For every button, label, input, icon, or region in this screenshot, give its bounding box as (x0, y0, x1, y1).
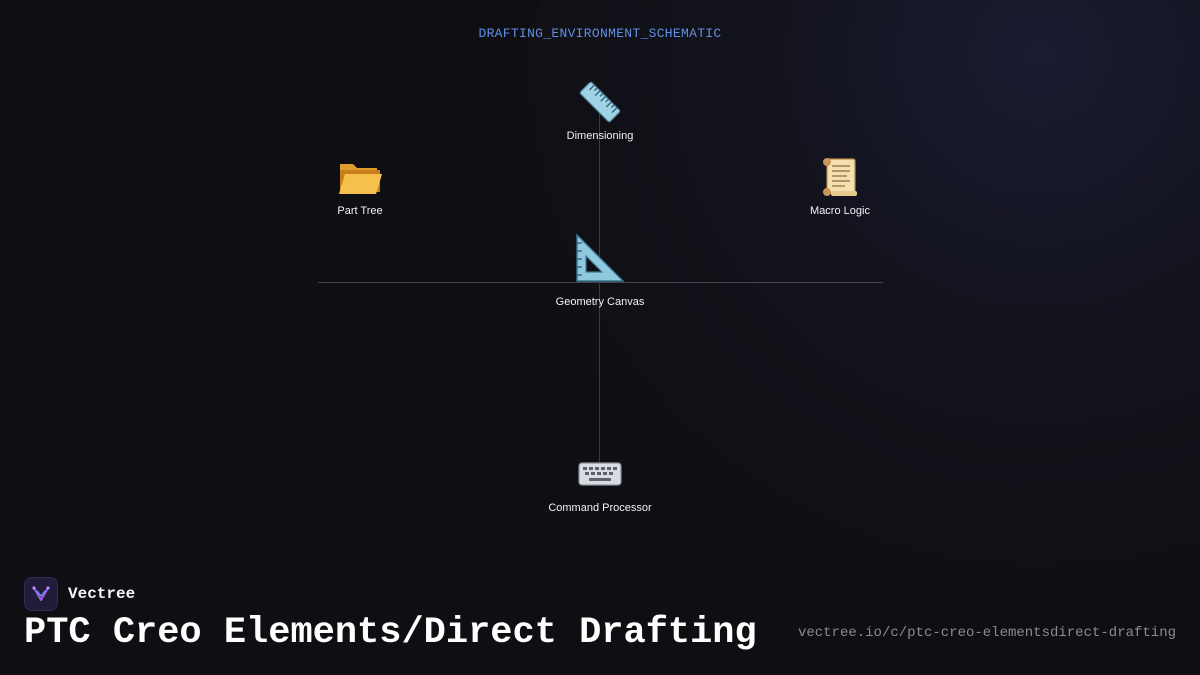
node-label-macro-logic: Macro Logic (810, 205, 870, 217)
node-label-geometry-canvas: Geometry Canvas (555, 296, 645, 308)
node-dimensioning: Dimensioning (520, 74, 680, 142)
keyboard-icon (520, 446, 680, 498)
node-label-dimensioning: Dimensioning (566, 130, 634, 142)
node-part-tree: Part Tree (280, 149, 440, 217)
node-geometry-canvas: Geometry Canvas (520, 226, 680, 308)
vertical-axis-line (599, 100, 600, 470)
open-folder-icon (280, 149, 440, 201)
source-url: vectree.io/c/ptc-creo-elementsdirect-dra… (797, 625, 1176, 641)
schematic-title: DRAFTING_ENVIRONMENT_SCHEMATIC (478, 26, 722, 41)
page-title: PTC Creo Elements/Direct Drafting (24, 612, 757, 654)
node-command-processor: Command Processor (520, 446, 680, 514)
horizontal-axis-line (318, 282, 883, 283)
ruler-icon (520, 74, 680, 126)
node-label-part-tree: Part Tree (337, 205, 383, 217)
brand-name: Vectree (68, 585, 136, 603)
triangular-ruler-icon (520, 226, 680, 286)
vectree-logo-icon (24, 577, 58, 611)
node-label-command-processor: Command Processor (548, 502, 652, 514)
brand: Vectree (24, 577, 135, 611)
node-macro-logic: Macro Logic (760, 149, 920, 217)
scroll-icon (760, 149, 920, 201)
